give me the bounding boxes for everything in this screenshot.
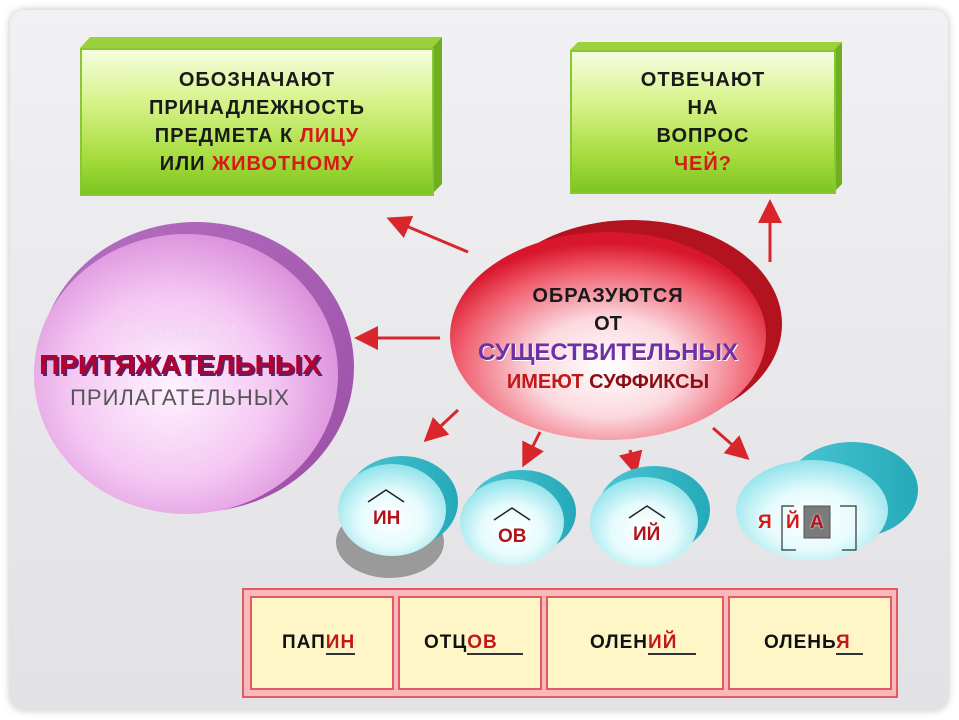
red-circle-line2: ОТ — [594, 313, 622, 335]
ya-bracket-right — [840, 505, 857, 551]
red-circle — [450, 232, 766, 440]
box-left-line3-highlight: ЛИЦУ — [299, 125, 360, 147]
pink-circle-sub: ПРИЛАГАТЕЛЬНЫХ — [70, 385, 290, 410]
example-cell-1 — [250, 596, 394, 690]
red-circle-text: ОБРАЗУЮТСЯ ОТ СУЩЕСТВИТЕЛЬНЫХ ИМЕЮТ СУФФ… — [448, 282, 768, 396]
ya-bracket-left — [781, 505, 796, 551]
example-1-suffix: ИН — [325, 632, 356, 655]
box-left-line3-text: ПРЕДМЕТА К — [154, 125, 300, 147]
example-cell-4 — [728, 596, 892, 690]
box-right-line3: ВОПРОС — [656, 125, 750, 147]
ya-highlight-box — [803, 505, 831, 539]
arrow-to-iy — [618, 449, 643, 476]
pink-circle-main: ПРИТЯЖАТЕЛЬНЫХ — [39, 349, 321, 380]
circle-iy — [590, 477, 698, 567]
red-circle-line4-highlight: СУФФИКСЫ — [589, 371, 710, 393]
circle-in — [338, 464, 446, 556]
circle-ov — [460, 479, 564, 565]
suffix-mark-in — [367, 489, 405, 503]
suffix-ya-1: Я — [758, 512, 772, 533]
red-circle-line4-text: ИМЕЮТ — [506, 371, 590, 393]
example-word-4: ОЛЕНЬЯ — [764, 632, 864, 655]
suffix-ya-2: Й — [786, 512, 800, 533]
pink-circle-faded: ПРИЗНАКИ — [122, 322, 238, 344]
slide: ОБОЗНАЧАЮТ ПРИНАДЛЕЖНОСТЬ ПРЕДМЕТА К ЛИЦ… — [10, 10, 948, 710]
box-left-line4-highlight: ЖИВОТНОМУ — [212, 153, 355, 175]
box-right-line1: ОТВЕЧАЮТ — [640, 69, 766, 91]
suffix-mark-iy — [628, 505, 666, 519]
box-right-side-face — [834, 42, 842, 192]
box-left-line1: ОБОЗНАЧАЮТ — [178, 69, 336, 91]
example-word-3: ОЛЕНИЙ — [590, 632, 697, 655]
box-right: ОТВЕЧАЮТ НА ВОПРОС ЧЕЙ? — [570, 50, 836, 194]
box-left-line3: ПРЕДМЕТА К ЛИЦУ — [155, 122, 360, 150]
box-right-top-face — [570, 42, 842, 50]
box-right-line2: НА — [687, 97, 719, 119]
box-left-line4-text: ИЛИ — [159, 153, 213, 175]
example-4-suffix: Я — [835, 632, 851, 655]
box-left-line2: ПРИНАДЛЕЖНОСТЬ — [149, 97, 365, 119]
example-word-2: ОТЦОВ — [424, 632, 523, 655]
example-2-suffix: ОВ — [467, 632, 498, 655]
diagram-graphics — [34, 37, 918, 698]
box-left-top-face — [80, 37, 442, 48]
suffix-mark-ov — [493, 507, 531, 521]
example-word-1: ПАПИН — [282, 632, 356, 655]
pink-circle-text: ПРИЗНАКИ ПРИТЯЖАТЕЛЬНЫХ ПРИЛАГАТЕЛЬНЫХ — [10, 322, 350, 411]
arrow-to-ov — [522, 431, 544, 468]
box-left: ОБОЗНАЧАЮТ ПРИНАДЛЕЖНОСТЬ ПРЕДМЕТА К ЛИЦ… — [80, 48, 434, 196]
suffix-in: ИН — [373, 508, 401, 529]
suffix-ov: ОВ — [498, 526, 527, 547]
arrow-to-ya — [712, 426, 750, 460]
box-right-line4: ЧЕЙ? — [674, 153, 732, 175]
example-2-stem: ОТЦ — [424, 632, 468, 653]
example-3-suffix: ИЙ — [648, 632, 678, 655]
example-4-stem: ОЛЕНЬ — [764, 632, 836, 653]
pink-circle — [34, 234, 338, 514]
example-cell-3 — [546, 596, 724, 690]
box-left-line4: ИЛИ ЖИВОТНОМУ — [160, 150, 355, 178]
arrow-to-in — [423, 408, 460, 443]
suffix-ya-3: А — [810, 512, 824, 533]
arrow-to-left-box — [386, 215, 469, 254]
example-1-stem: ПАП — [282, 632, 326, 653]
suffix-iy: ИЙ — [633, 524, 661, 545]
red-circle-line3: СУЩЕСТВИТЕЛЬНЫХ — [478, 339, 738, 366]
box-left-side-face — [432, 37, 442, 194]
red-circle-line4: ИМЕЮТ СУФФИКСЫ — [448, 368, 768, 396]
red-circle-line1: ОБРАЗУЮТСЯ — [532, 285, 684, 307]
example-cell-2 — [398, 596, 542, 690]
example-3-stem: ОЛЕН — [590, 632, 649, 653]
